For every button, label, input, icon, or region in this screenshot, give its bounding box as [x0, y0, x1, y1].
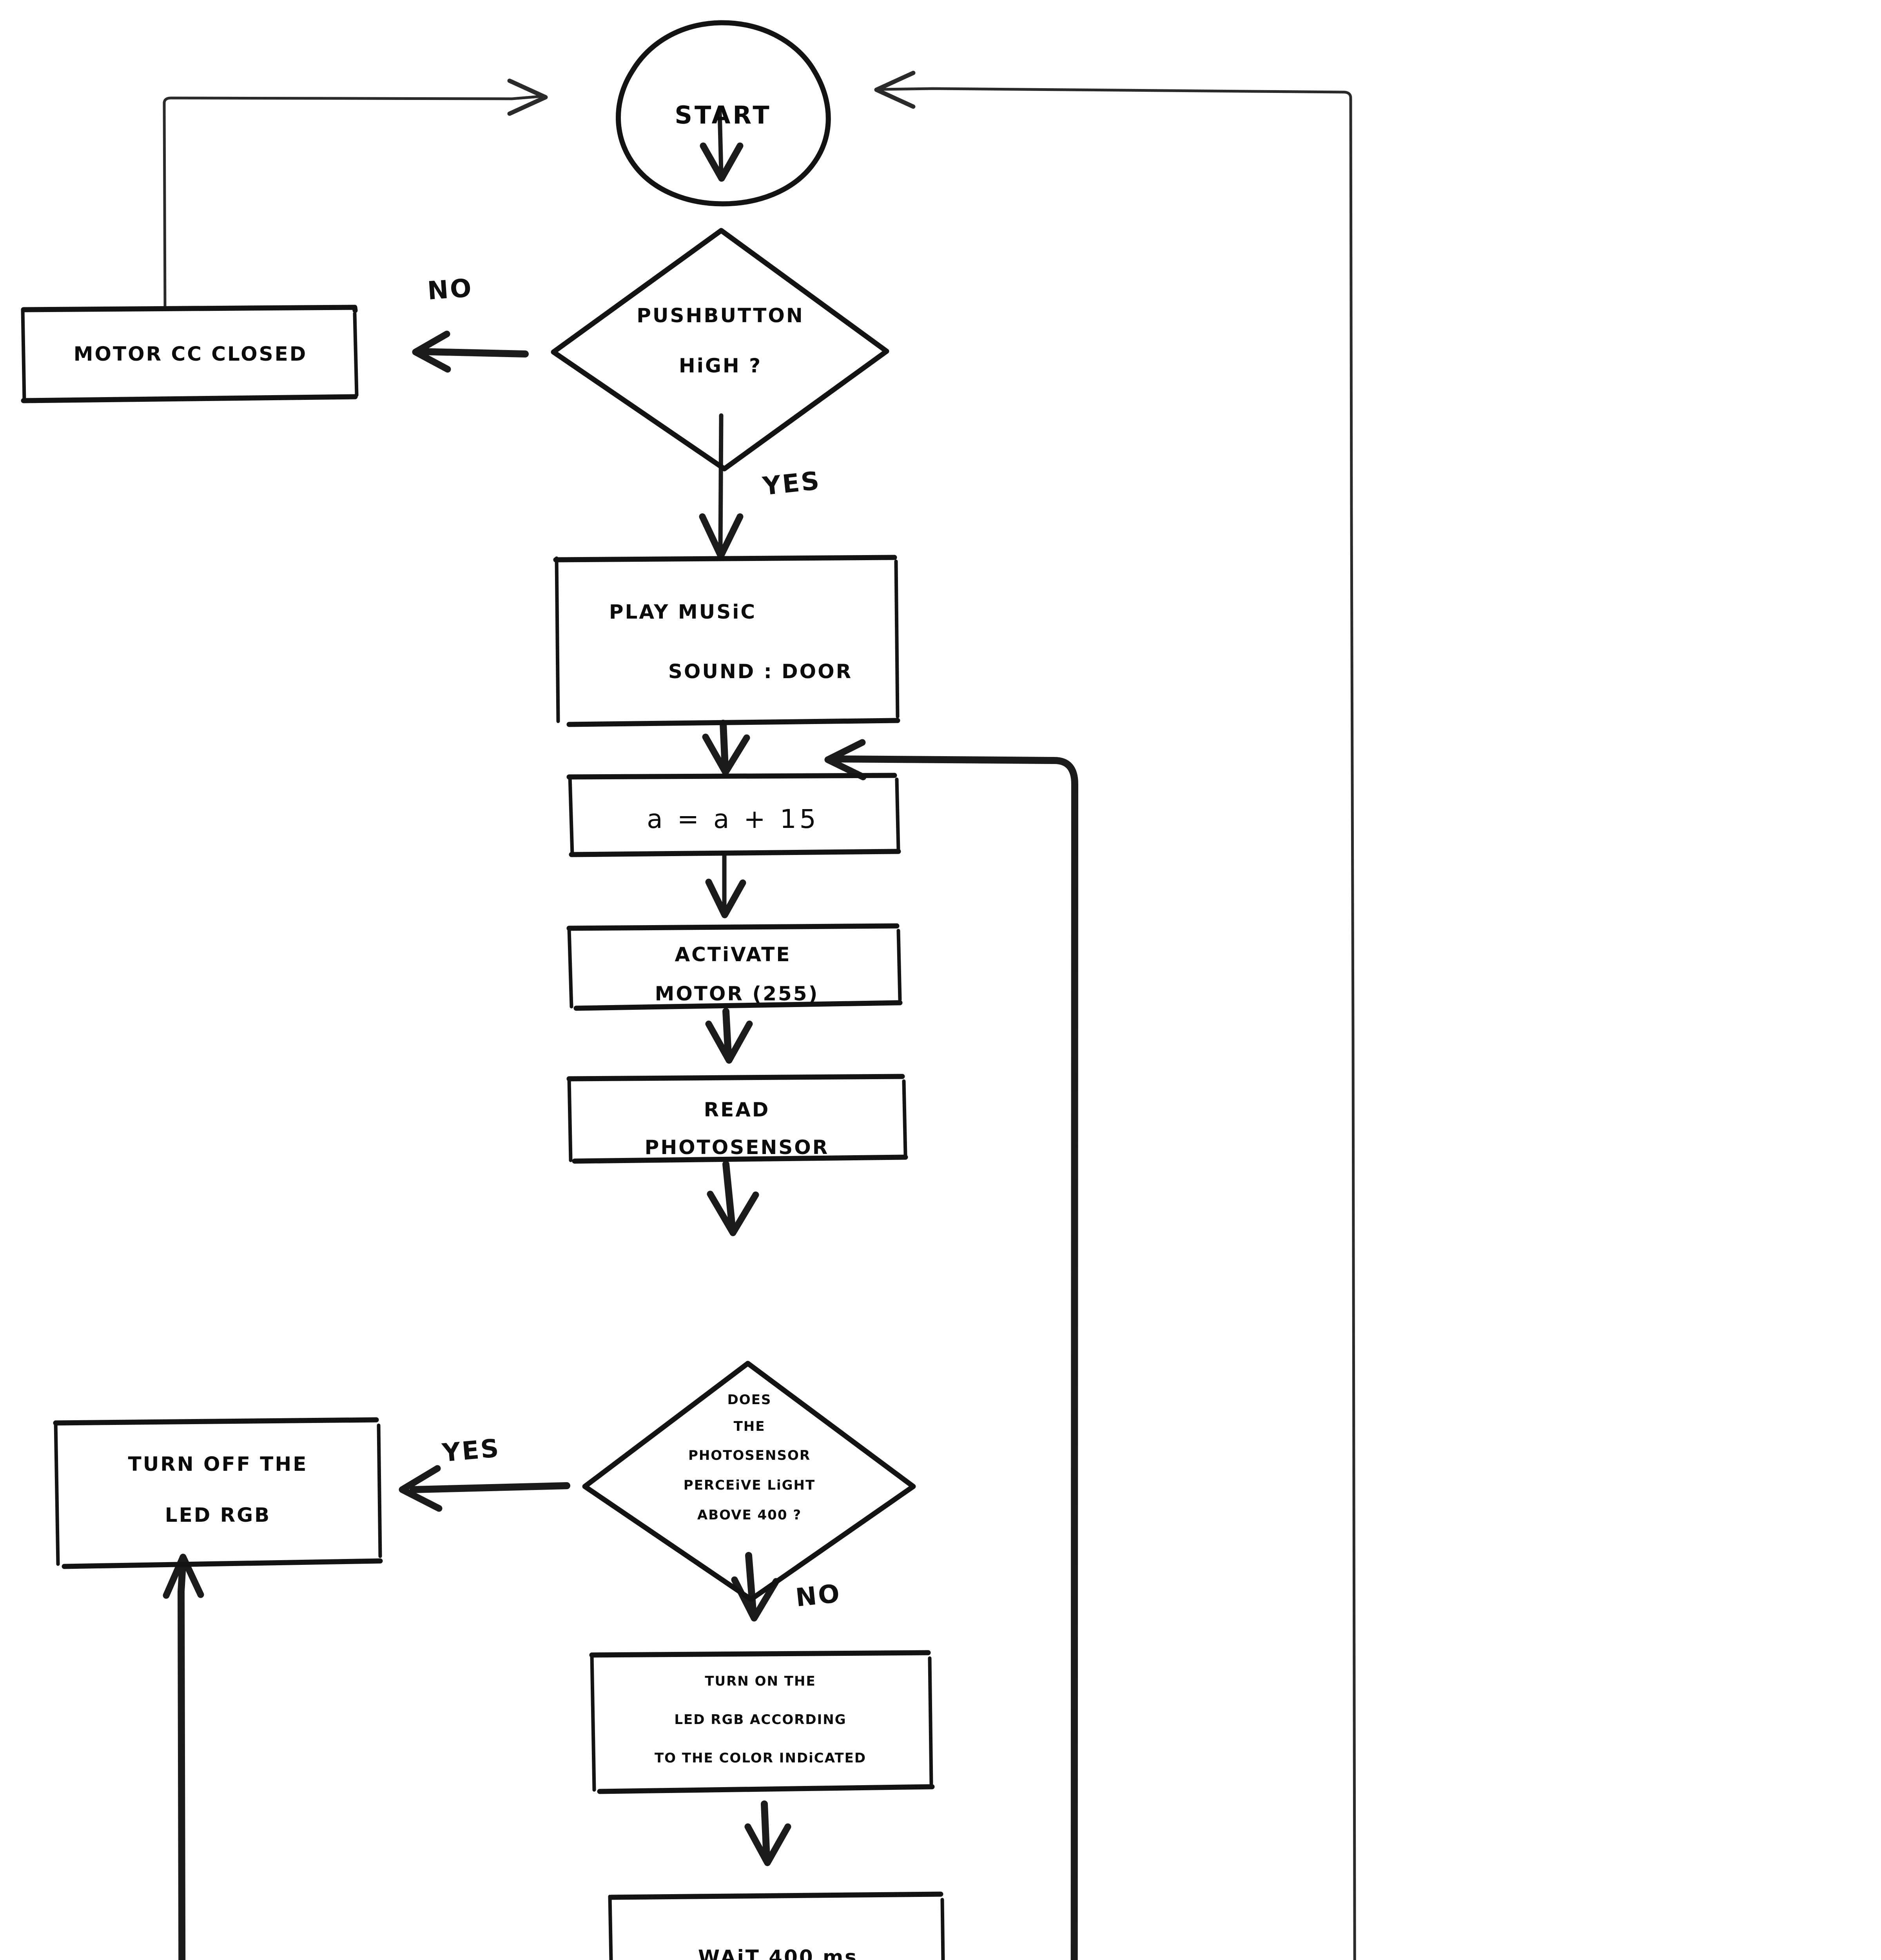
- node-play-music-line1: PLAY MUSiC: [609, 601, 756, 623]
- node-motor-cc-closed[interactable]: MOTOR CC CLOSED: [21, 305, 359, 403]
- node-wait-400-label: WAiT 400 ms: [698, 1946, 858, 1960]
- node-pushbutton-decision[interactable]: PUSHBUTTON HiGH ?: [551, 228, 889, 472]
- edge-turnon-to-wait400: [744, 1800, 791, 1866]
- node-photosensor-line1: DOES: [727, 1392, 772, 1408]
- edge-activatemotor-to-readphoto: [705, 1008, 753, 1064]
- node-a-plus-15-label: a = a + 15: [647, 804, 819, 834]
- node-turn-off-led-left[interactable]: TURN OFF THE LED RGB: [53, 1417, 383, 1569]
- node-play-music-line2: SOUND : DOOR: [668, 660, 853, 683]
- node-pushbutton-line1: PUSHBUTTON: [637, 304, 804, 327]
- node-photosensor-line5: ABOVE 400 ?: [697, 1507, 802, 1523]
- node-turn-on-led-line3: TO THE COLOR INDiCATED: [655, 1750, 866, 1766]
- node-wait-400[interactable]: WAiT 400 ms: [608, 1891, 945, 1960]
- edge-age0-to-start: [874, 71, 1356, 1960]
- node-start[interactable]: START: [616, 20, 831, 207]
- edge-ale255-to-turnoffleft: [163, 1553, 204, 1960]
- node-motor-cc-closed-label: MOTOR CC CLOSED: [74, 343, 308, 365]
- edge-playmusic-to-aplus15: [702, 720, 750, 776]
- node-a-plus-15[interactable]: a = a + 15: [566, 773, 901, 857]
- node-photosensor-line4: PERCEiVE LiGHT: [684, 1477, 815, 1493]
- node-activate-motor-line2: MOTOR (255): [655, 982, 819, 1005]
- edge-pushbutton-no: [412, 330, 529, 373]
- edge-pushbutton-yes: [699, 413, 744, 559]
- node-turn-on-led-line1: TURN ON THE: [705, 1673, 816, 1689]
- node-photosensor-decision[interactable]: DOES THE PHOTOSENSOR PERCEiVE LiGHT ABOV…: [582, 1361, 916, 1602]
- node-turn-off-led-left-line1: TURN OFF THE: [128, 1453, 308, 1475]
- node-play-music[interactable]: PLAY MUSiC SOUND : DOOR: [553, 555, 900, 727]
- node-pushbutton-line2: HiGH ?: [679, 354, 762, 377]
- node-turn-off-led-left-line2: LED RGB: [165, 1504, 271, 1526]
- edge-label-pushbutton-no: NO: [426, 274, 474, 306]
- node-read-photosensor-line1: READ: [704, 1098, 770, 1121]
- edge-label-photosensor-no: NO: [794, 1579, 842, 1613]
- edge-label-pushbutton-yes: YES: [761, 466, 822, 501]
- node-activate-motor[interactable]: ACTiVATE MOTOR (255): [566, 923, 903, 1011]
- edge-motorcc-to-start: [163, 78, 548, 311]
- node-start-label: START: [675, 101, 771, 129]
- edge-readphoto-to-decision: [707, 1161, 759, 1236]
- node-read-photosensor[interactable]: READ PHOTOSENSOR: [566, 1074, 908, 1164]
- edge-ale255-to-aplus15: [824, 739, 1078, 1960]
- node-read-photosensor-line2: PHOTOSENSOR: [645, 1136, 829, 1159]
- node-turn-on-led[interactable]: TURN ON THE LED RGB ACCORDING TO THE COL…: [589, 1650, 935, 1794]
- node-turn-on-led-line2: LED RGB ACCORDING: [674, 1712, 846, 1728]
- edge-start-to-pushbutton: [700, 108, 744, 182]
- edge-aplus15-to-activatemotor: [705, 852, 746, 918]
- edge-label-photosensor-yes: YES: [441, 1434, 501, 1468]
- edge-photo-yes: [399, 1465, 570, 1512]
- node-photosensor-line2: THE: [734, 1419, 765, 1434]
- node-photosensor-line3: PHOTOSENSOR: [688, 1448, 811, 1463]
- node-activate-motor-line1: ACTiVATE: [675, 943, 791, 966]
